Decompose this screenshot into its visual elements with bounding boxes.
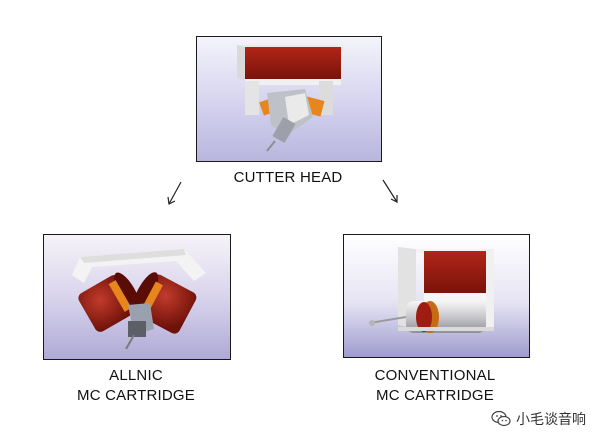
conventional-caption-line-1: CONVENTIONAL: [374, 367, 496, 384]
allnic-caption-line-1: ALLNIC: [109, 367, 163, 384]
allnic-caption-line-2: MC CARTRIDGE: [77, 387, 195, 404]
arrow-down-right-icon: [382, 179, 398, 203]
cutter-head-illustration: [197, 37, 381, 161]
allnic-cartridge-image: [43, 234, 231, 360]
conventional-cartridge-caption: CONVENTIONAL MC CARTRIDGE: [335, 366, 535, 406]
conventional-cartridge-illustration: [344, 235, 529, 357]
watermark: 小毛谈音响: [491, 409, 586, 429]
cutter-head-caption: CUTTER HEAD: [233, 169, 343, 186]
allnic-cartridge-illustration: [44, 235, 230, 359]
arrow-down-left-icon: [167, 181, 182, 205]
conventional-cartridge-image: [343, 234, 530, 358]
watermark-text: 小毛谈音响: [516, 411, 586, 427]
cutter-head-image: [196, 36, 382, 162]
allnic-cartridge-caption: ALLNIC MC CARTRIDGE: [36, 366, 236, 406]
conventional-caption-line-2: MC CARTRIDGE: [376, 387, 494, 404]
wechat-icon: [491, 410, 511, 427]
